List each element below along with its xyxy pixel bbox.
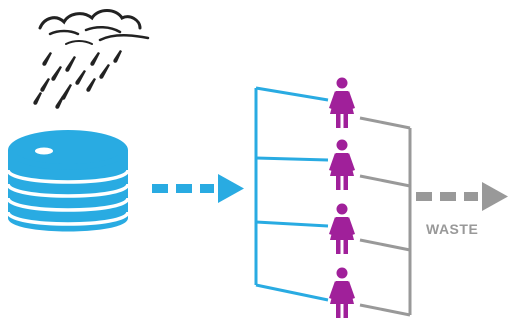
woman-icon [329,267,355,318]
waste-label: WASTE [426,221,478,237]
woman-icon [329,203,355,254]
input-dashed-arrow [152,174,244,203]
woman-icon [329,139,355,190]
rain-cloud-icon [33,9,150,109]
input-bracket [254,86,329,302]
waste-dashed-arrow [416,182,508,211]
database-icon [6,130,130,232]
output-bracket [359,116,412,317]
woman-icon [329,77,355,128]
people-column [329,77,355,318]
